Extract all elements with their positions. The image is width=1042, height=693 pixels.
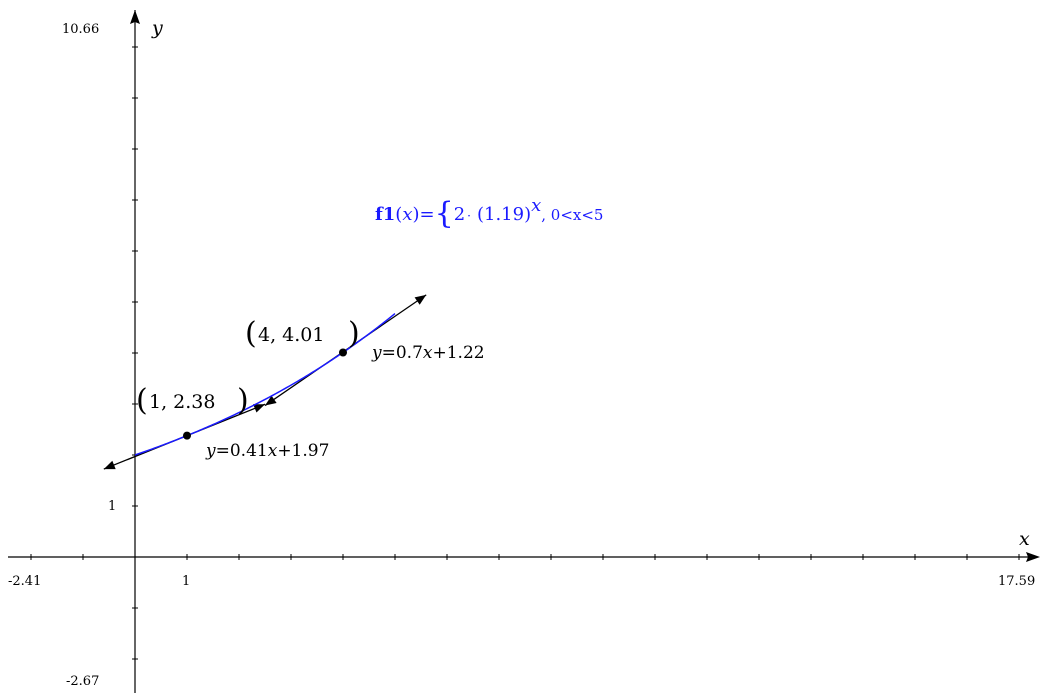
tangent-arrowhead (414, 294, 427, 305)
point-label: ( 4, 4.01 ) (245, 316, 360, 351)
x-max-label: 17.59 (998, 574, 1035, 589)
points (183, 348, 347, 440)
tangent-line-label: y=0.7x+1.22 (371, 343, 485, 363)
svg-text:(: ( (245, 316, 257, 351)
tangent-arrowhead (253, 404, 265, 413)
svg-text:4, 4.01: 4, 4.01 (258, 324, 324, 346)
x-axis-arrowhead (1026, 552, 1040, 562)
svg-text:): ) (348, 316, 360, 351)
point-marker (339, 348, 347, 357)
svg-text:(: ( (136, 383, 148, 418)
x-axis-name: x (1019, 528, 1030, 550)
tangent-arrowhead (103, 460, 116, 470)
axes (8, 10, 1040, 693)
function-definition[interactable]: f1(x)={2·(1.19)x, 0<x<5 (375, 195, 603, 231)
point-marker (183, 431, 191, 440)
x-min-label: -2.41 (8, 574, 41, 589)
tangent-line-label: y=0.41x+1.97 (205, 441, 329, 461)
point-label: ( 1, 2.38 ) (136, 383, 249, 418)
y-tick-label-1: 1 (108, 499, 116, 514)
y-min-label: -2.67 (66, 674, 99, 689)
x-ticks (30, 554, 1020, 560)
function-curve[interactable] (134, 313, 396, 456)
y-axis-arrowhead (130, 10, 140, 24)
y-axis-name: y (151, 17, 163, 39)
x-tick-label-1: 1 (182, 574, 190, 589)
y-max-label: 10.66 (62, 22, 99, 37)
svg-text:1, 2.38: 1, 2.38 (149, 391, 215, 413)
svg-text:): ) (237, 383, 249, 418)
tangent-arrowhead (265, 395, 277, 406)
